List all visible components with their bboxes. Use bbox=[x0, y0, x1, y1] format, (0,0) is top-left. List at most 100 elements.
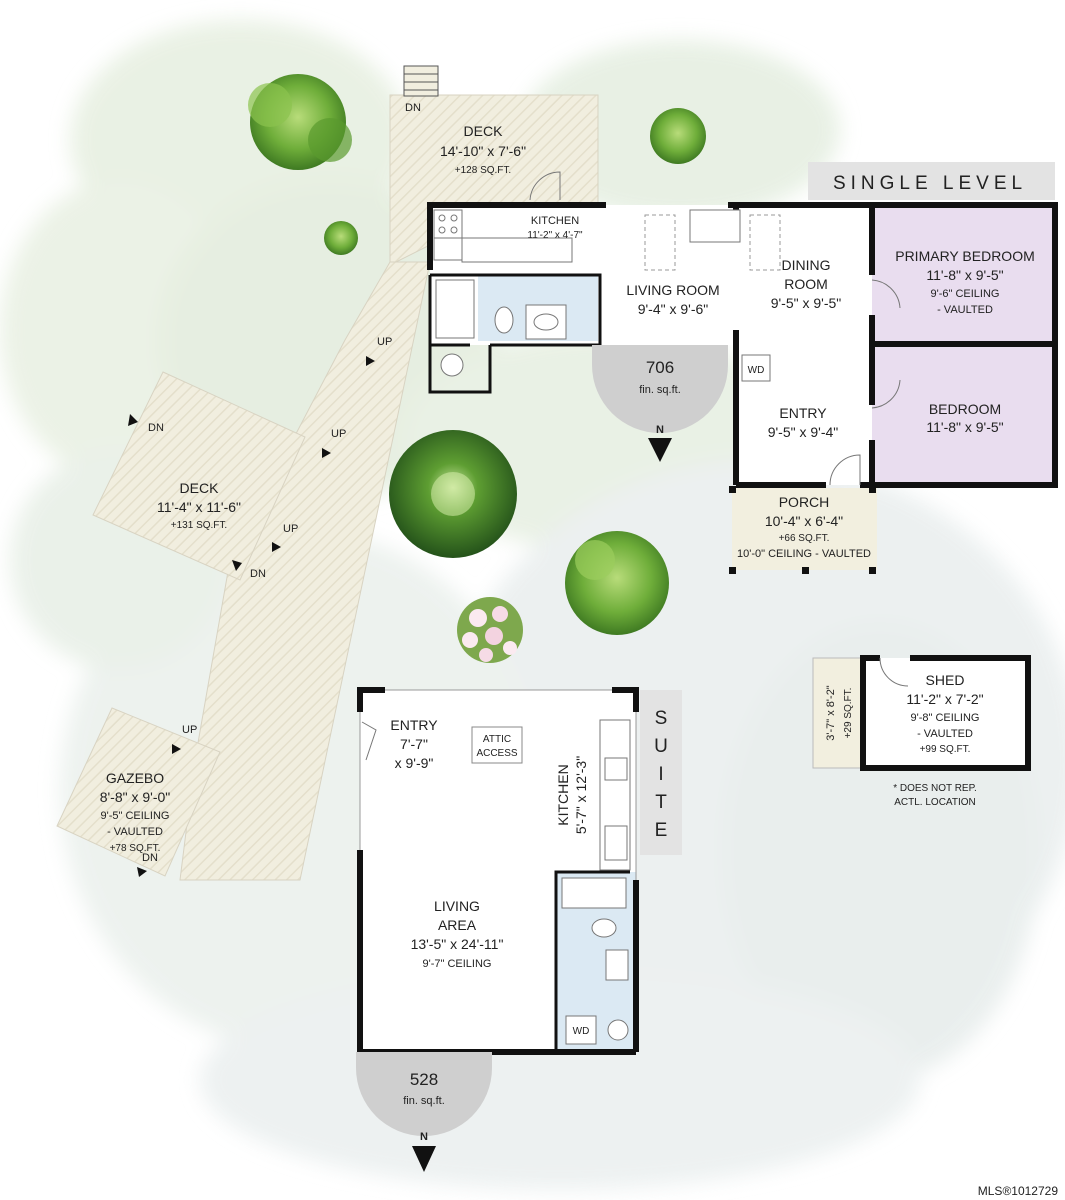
stair-dn-label: DN bbox=[148, 422, 164, 434]
tree-icon bbox=[324, 221, 358, 255]
dining-room-dims: 9'-5" x 9'-5" bbox=[771, 295, 842, 311]
trees bbox=[248, 74, 706, 663]
area-badge-value: 706 bbox=[646, 358, 674, 377]
stair-dn-label: DN bbox=[142, 852, 158, 864]
attic-label: ATTIC bbox=[483, 734, 511, 745]
door-swing-icon bbox=[529, 171, 561, 201]
deck-mid bbox=[92, 371, 306, 581]
dining-room-name-2: ROOM bbox=[784, 276, 828, 292]
door-swing-icon bbox=[829, 454, 861, 486]
primary-bedroom-ceiling: 9'-6" CEILING bbox=[931, 288, 1000, 300]
living-area-name: LIVING bbox=[434, 898, 480, 914]
stair-up-label: UP bbox=[331, 428, 346, 440]
area-badge-unit: fin. sq.ft. bbox=[403, 1095, 445, 1107]
north-label: N bbox=[656, 424, 664, 436]
suite-kitchen-dims: 5'-7" x 12'-3" bbox=[573, 756, 589, 834]
tree-icon bbox=[248, 74, 352, 170]
sink-icon bbox=[525, 304, 567, 340]
shed: SHED 11'-2" x 7'-2" 9'-8" CEILING - VAUL… bbox=[812, 655, 1031, 808]
sink-icon bbox=[605, 949, 629, 981]
living-area-ceiling: 9'-7" CEILING bbox=[423, 958, 492, 970]
single-level-label: SINGLE LEVEL bbox=[833, 173, 1027, 194]
shed-name: SHED bbox=[926, 672, 965, 688]
porch-fill bbox=[732, 488, 877, 570]
suite-entry-dims: 7'-7" bbox=[400, 736, 428, 752]
stair-arrow-icon bbox=[128, 414, 138, 426]
bedroom-fill bbox=[872, 345, 1055, 485]
stair-up-label: UP bbox=[182, 724, 197, 736]
suite-washer-dryer-label: WD bbox=[573, 1026, 590, 1037]
primary-bedroom-name: PRIMARY BEDROOM bbox=[895, 248, 1035, 264]
stove-icon bbox=[433, 209, 463, 239]
north-arrow-icon bbox=[412, 1146, 436, 1172]
deck-mid-dims: 11'-4" x 11'-6" bbox=[157, 499, 241, 515]
attic-label-2: ACCESS bbox=[476, 748, 517, 759]
sink-icon bbox=[433, 237, 463, 261]
main-house-labels: DECK 14'-10" x 7'-6" +128 SQ.FT. KITCHEN… bbox=[100, 123, 1035, 854]
bedroom-dims: 11'-8" x 9'-5" bbox=[926, 419, 1003, 435]
area-badge-main: 706 fin. sq.ft. N bbox=[592, 345, 728, 462]
stair-arrow-icon bbox=[232, 560, 242, 571]
single-level-banner: SINGLE LEVEL bbox=[808, 162, 1055, 200]
shed-area: +99 SQ.FT. bbox=[920, 744, 971, 755]
living-area-dims: 13'-5" x 24'-11" bbox=[411, 936, 504, 952]
mls-number: MLS®1012729 bbox=[978, 1184, 1059, 1198]
stair-dn-label: DN bbox=[405, 102, 421, 114]
stair-arrow-icon bbox=[366, 356, 375, 366]
deck-top-name: DECK bbox=[464, 123, 504, 139]
shower-icon bbox=[435, 279, 475, 339]
primary-bedroom-dims: 11'-8" x 9'-5" bbox=[926, 267, 1003, 283]
bathtub-icon bbox=[561, 877, 627, 909]
entry-main-name: ENTRY bbox=[779, 405, 827, 421]
suite-kitchen-name: KITCHEN bbox=[555, 764, 571, 825]
north-arrow-icon bbox=[648, 438, 672, 462]
area-badge-value: 528 bbox=[410, 1070, 438, 1089]
gazebo-ceiling: 9'-5" CEILING bbox=[101, 810, 170, 822]
tree-icon bbox=[650, 108, 706, 164]
stair-markers: DN UP UP UP DN DN UP DN bbox=[128, 102, 421, 877]
sink-icon bbox=[440, 353, 464, 377]
gazebo-name: GAZEBO bbox=[106, 770, 164, 786]
washer-dryer-label: WD bbox=[748, 365, 765, 376]
deck-mid-name: DECK bbox=[180, 480, 220, 496]
shed-dims: 11'-2" x 7'-2" bbox=[906, 691, 983, 707]
suite-banner bbox=[640, 690, 682, 855]
shed-ceiling: 9'-8" CEILING bbox=[911, 712, 980, 724]
stair-arrow-icon bbox=[172, 744, 181, 754]
tree-icon bbox=[389, 430, 517, 558]
gazebo-area: +78 SQ.FT. bbox=[110, 843, 161, 854]
primary-bedroom-fill bbox=[872, 205, 1055, 342]
door-swing-icon bbox=[871, 279, 901, 309]
porch-area: +66 SQ.FT. bbox=[779, 533, 830, 544]
suite-entry-dims-2: x 9'-9" bbox=[395, 755, 434, 771]
note-line-2: ACTL. LOCATION bbox=[894, 797, 976, 808]
deck-top-area: +128 SQ.FT. bbox=[455, 165, 511, 176]
decks bbox=[56, 65, 599, 881]
living-room-name: LIVING ROOM bbox=[626, 282, 719, 298]
entry-main-dims: 9'-5" x 9'-4" bbox=[768, 424, 839, 440]
gazebo-deck bbox=[56, 707, 221, 877]
stair-dn-label: DN bbox=[250, 568, 266, 580]
living-room-dims: 9'-4" x 9'-6" bbox=[638, 301, 709, 317]
shed-side-dims: 3'-7" x 8'-2" bbox=[825, 685, 837, 741]
washer-dryer-icon bbox=[741, 354, 771, 382]
gazebo-vaulted: - VAULTED bbox=[107, 826, 163, 838]
stair-up-label: UP bbox=[377, 336, 392, 348]
bedroom-name: BEDROOM bbox=[929, 401, 1001, 417]
main-house: WD bbox=[427, 171, 1058, 574]
door-swing-icon bbox=[361, 721, 377, 761]
sink-icon bbox=[607, 1019, 629, 1041]
north-label: N bbox=[420, 1131, 428, 1143]
dining-room-name: DINING bbox=[782, 257, 831, 273]
living-area-name-2: AREA bbox=[438, 917, 477, 933]
door-swing-icon bbox=[879, 657, 909, 687]
toilet-icon bbox=[494, 306, 514, 334]
note-line-1: * DOES NOT REP. bbox=[893, 783, 977, 794]
primary-bedroom-vaulted: - VAULTED bbox=[937, 304, 993, 316]
shed-vaulted: - VAULTED bbox=[917, 728, 973, 740]
door-swing-icon bbox=[871, 379, 901, 409]
tree-icon bbox=[565, 531, 669, 635]
